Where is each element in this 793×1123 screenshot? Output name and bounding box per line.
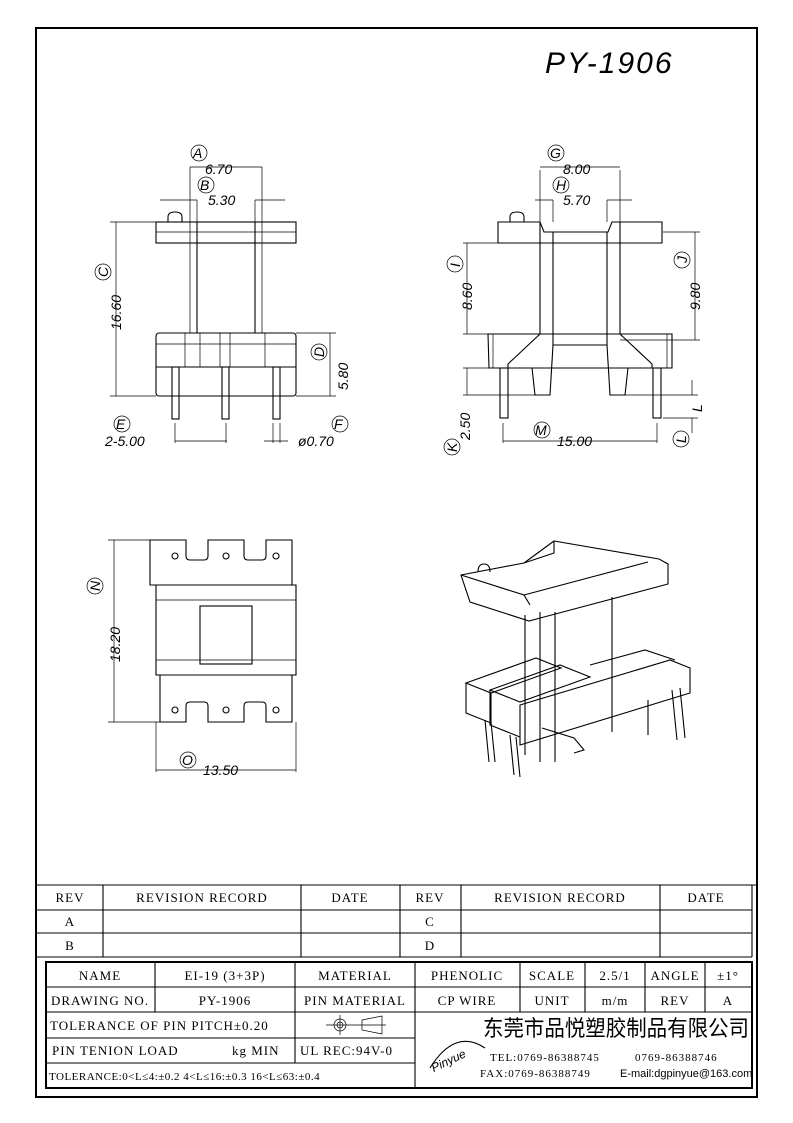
isometric-view — [460, 540, 691, 778]
rev-b: B — [65, 938, 75, 953]
revision-table: REV REVISION RECORD DATE REV REVISION RE… — [36, 884, 757, 958]
dim-value-n: 18.20 — [107, 627, 123, 662]
company-name: 东莞市品悦塑胶制品有限公司 — [483, 1017, 749, 1042]
dim-value-j: 9.80 — [687, 283, 703, 310]
company-tel-2: 0769-86388746 — [635, 1052, 718, 1064]
date-header-2: DATE — [687, 890, 724, 905]
projection-symbol-icon — [326, 1015, 386, 1035]
revision-record-header: REVISION RECORD — [136, 890, 268, 905]
dim-label-k: K — [444, 442, 460, 452]
pin-pitch-tolerance: TOLERANCE OF PIN PITCH±0.20 — [50, 1018, 269, 1033]
pin-tension-label: PIN TENION LOAD — [52, 1043, 179, 1058]
rev-value: A — [723, 993, 733, 1008]
company-fax: FAX:0769-86388749 — [480, 1068, 591, 1080]
general-tolerance: TOLERANCE:0<L≤4:±0.2 4<L≤16:±0.3 16<L≤63… — [49, 1071, 320, 1083]
material-value: PHENOLIC — [431, 968, 503, 983]
pin-tension-unit: kg MIN — [232, 1043, 280, 1058]
unit-label: UNIT — [534, 993, 569, 1008]
rev-label: REV — [661, 993, 690, 1008]
dim-value-d: 5.80 — [335, 363, 351, 390]
dim-value-g: 8.00 — [563, 161, 590, 177]
date-header: DATE — [331, 890, 368, 905]
rev-c: C — [425, 914, 435, 929]
dim-label-j: J — [674, 255, 690, 264]
dim-value-a: 6.70 — [205, 161, 232, 177]
rev-header-2: REV — [416, 890, 445, 905]
sheet-border — [35, 27, 758, 1098]
drawing-title: PY-1906 — [545, 47, 674, 80]
front-view: A 6.70 B 5.30 C 16.60 D 5.80 E 2-5.00 F … — [94, 144, 351, 449]
dim-value-h: 5.70 — [563, 192, 590, 208]
material-label: MATERIAL — [318, 968, 392, 983]
dim-label-d: D — [311, 347, 327, 357]
unit-value: m/m — [602, 993, 629, 1008]
company-tel: TEL:0769-86388745 — [490, 1052, 600, 1064]
pin-material-value: CP WIRE — [438, 993, 497, 1008]
dim-value-k: 2.50 — [457, 413, 473, 441]
svg-text:Pinyue: Pinyue — [429, 1046, 468, 1074]
drawing-no-label: DRAWING NO. — [51, 993, 149, 1008]
dim-value-f: ø0.70 — [298, 433, 334, 449]
dim-value-m: 15.00 — [557, 433, 592, 449]
company-email: E-mail:dgpinyue@163.com — [620, 1068, 752, 1080]
dim-label-f: F — [334, 416, 344, 432]
scale-label: SCALE — [529, 968, 575, 983]
dim-value-l: L — [689, 404, 705, 412]
dim-value-o: 13.50 — [203, 762, 238, 778]
dim-label-o: O — [182, 752, 193, 768]
drawing-no-value: PY-1906 — [199, 993, 252, 1008]
title-block: NAME EI-19 (3+3P) MATERIAL PHENOLIC SCAL… — [45, 961, 753, 1089]
dim-value-i: 8.60 — [459, 283, 475, 310]
bottom-view: N 18.20 O 13.50 — [86, 539, 297, 778]
rev-header: REV — [56, 890, 85, 905]
dim-label-e: E — [116, 416, 126, 432]
dim-label-h: H — [556, 177, 567, 193]
name-label: NAME — [79, 968, 121, 983]
dim-value-c: 16.60 — [108, 295, 124, 330]
angle-label: ANGLE — [650, 968, 699, 983]
dim-label-l: L — [673, 435, 689, 443]
dim-label-b: B — [200, 177, 209, 193]
dim-label-i: I — [447, 263, 463, 267]
rev-d: D — [425, 938, 435, 953]
dim-label-m: M — [535, 422, 547, 438]
pin-material-label: PIN MATERIAL — [304, 993, 406, 1008]
angle-value: ±1° — [717, 968, 739, 983]
scale-value: 2.5/1 — [599, 968, 630, 983]
dim-label-c: C — [95, 266, 111, 277]
company-logo: Pinyue — [429, 1040, 486, 1075]
name-value: EI-19 (3+3P) — [184, 968, 265, 983]
dim-label-a: A — [192, 145, 202, 161]
dim-value-b: 5.30 — [208, 192, 235, 208]
rev-a: A — [65, 914, 75, 929]
revision-record-header-2: REVISION RECORD — [494, 890, 626, 905]
side-view: G 8.00 H 5.70 I 8.60 J 9.80 K 2.50 L L M… — [443, 144, 705, 456]
ul-rec: UL REC:94V-0 — [300, 1043, 393, 1058]
dim-value-e: 2-5.00 — [104, 433, 145, 449]
dim-label-n: N — [87, 580, 103, 591]
dim-label-g: G — [550, 145, 561, 161]
